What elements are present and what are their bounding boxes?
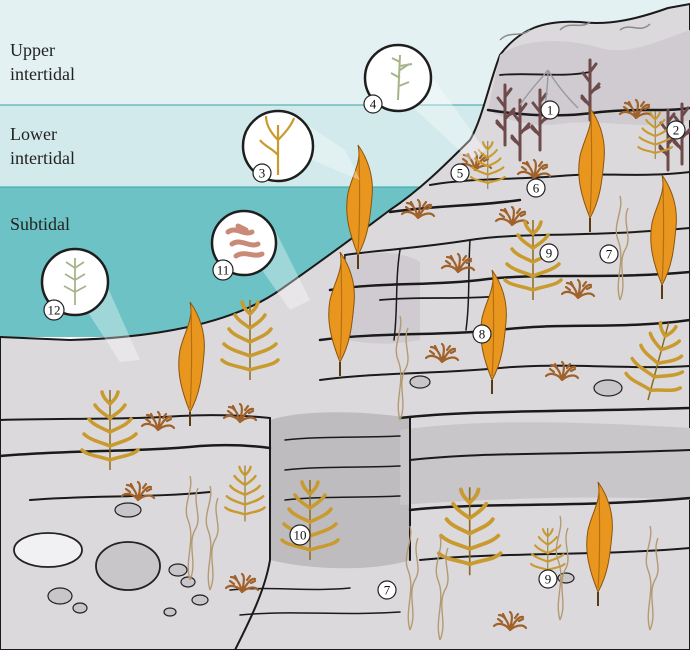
svg-text:1: 1 <box>547 103 554 118</box>
zone-label-lower-intertidal: Lower intertidal <box>10 124 75 168</box>
zone-label-subtidal: Subtidal <box>10 214 70 234</box>
svg-text:12: 12 <box>48 303 61 318</box>
pebbles <box>13 375 623 617</box>
marker-3: 3 <box>252 163 272 183</box>
zone-label-lower-line2: intertidal <box>10 148 75 168</box>
svg-text:5: 5 <box>457 166 464 181</box>
svg-text:6: 6 <box>533 181 540 196</box>
marker-8: 8 <box>472 324 492 344</box>
marker-9b: 9 <box>538 569 558 589</box>
lens-4 <box>363 43 485 160</box>
svg-text:9: 9 <box>545 572 552 587</box>
svg-text:7: 7 <box>606 247 613 262</box>
marker-4: 4 <box>363 94 383 114</box>
svg-text:9: 9 <box>546 246 553 261</box>
svg-text:3: 3 <box>259 166 266 181</box>
seaweed-upper-stalks <box>495 21 690 172</box>
svg-text:11: 11 <box>217 263 230 278</box>
lens-11 <box>210 209 310 310</box>
marker-12: 12 <box>43 299 65 321</box>
marker-6: 6 <box>526 178 546 198</box>
marker-10: 10 <box>289 524 311 546</box>
svg-text:8: 8 <box>479 327 486 342</box>
svg-text:10: 10 <box>294 528 307 543</box>
svg-text:7: 7 <box>384 583 391 598</box>
marker-2: 2 <box>666 120 686 140</box>
zone-label-lower-line1: Lower <box>10 124 57 144</box>
marker-1: 1 <box>540 100 560 120</box>
svg-text:4: 4 <box>370 97 377 112</box>
lens-12 <box>40 247 140 362</box>
zone-label-upper-line2: intertidal <box>10 64 75 84</box>
marker-11: 11 <box>212 259 234 281</box>
marker-7b: 7 <box>377 580 397 600</box>
number-markers: 1 2 3 4 5 6 7 7 8 9 9 10 11 12 <box>43 94 686 600</box>
marker-7a: 7 <box>599 244 619 264</box>
svg-text:2: 2 <box>673 123 680 138</box>
zone-label-upper-line1: Upper <box>10 40 55 60</box>
lens-3 <box>241 109 360 183</box>
marker-5: 5 <box>450 163 470 183</box>
marker-9a: 9 <box>539 243 559 263</box>
rock-shadow-ledge <box>400 422 690 505</box>
zone-label-upper-intertidal: Upper intertidal <box>10 40 75 84</box>
